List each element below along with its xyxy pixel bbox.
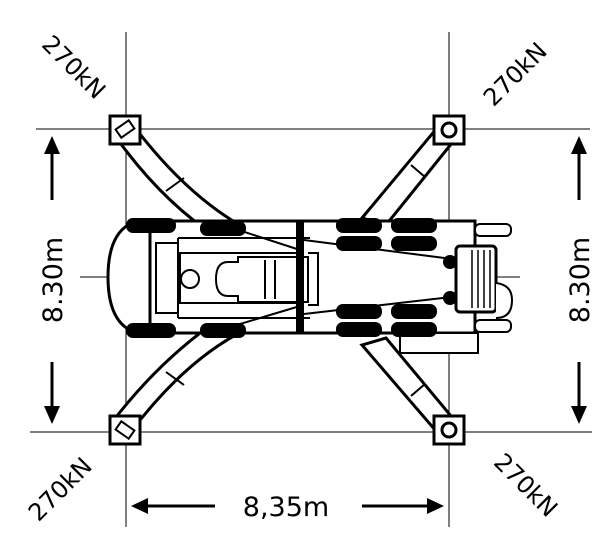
outrigger-pad-top-right — [432, 114, 466, 146]
load-label-top-right: 270kN — [478, 37, 553, 112]
load-label-bottom-right: 270kN — [488, 448, 563, 523]
outrigger-pad-bottom-right — [432, 414, 466, 446]
cab-grille-lines — [471, 250, 491, 308]
tyres — [126, 218, 437, 338]
load-label-bottom-left: 270kN — [23, 452, 98, 527]
height-dimension-left-label: 8.30m — [38, 237, 69, 323]
height-dimension-right: 8.30m — [565, 136, 596, 424]
outrigger-pad-top-left — [108, 114, 142, 146]
width-dimension-label: 8,35m — [243, 492, 329, 523]
height-dimension-left: 8.30m — [38, 136, 69, 424]
load-label-top-left: 270kN — [36, 30, 111, 105]
outrigger-pad-bottom-left — [108, 414, 142, 446]
width-dimension: 8,35m — [131, 492, 444, 523]
height-dimension-right-label: 8.30m — [565, 237, 596, 323]
